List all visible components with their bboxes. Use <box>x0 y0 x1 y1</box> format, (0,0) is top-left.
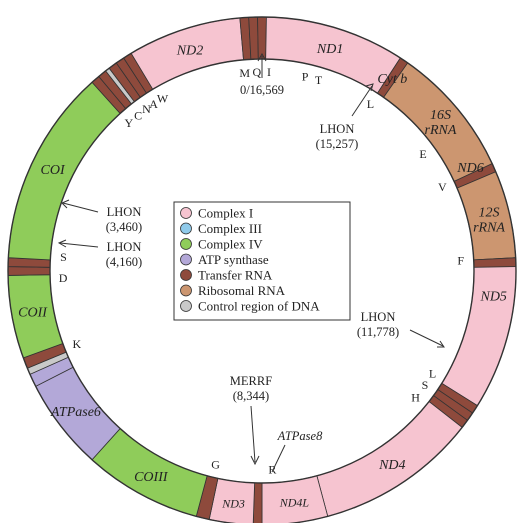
legend-label-atp-synthase: ATP synthase <box>198 252 269 267</box>
legend-swatch-transfer-rna <box>180 269 192 281</box>
atpase8-annotation: ATPase8 <box>271 429 323 473</box>
trna-label-p-0: P <box>302 70 309 84</box>
lhon-11778-annotation: LHON (11,778) <box>357 310 445 348</box>
trna-label-t-1: T <box>315 73 323 87</box>
legend-label-control-region-of-dna: Control region of DNA <box>198 299 320 314</box>
trna-label-w-15: W <box>157 92 169 106</box>
trna-label-l-3: L <box>429 366 436 380</box>
legend-label-transfer-rna: Transfer RNA <box>198 268 273 283</box>
lhon-3460-annotation: LHON (3,460) <box>61 199 142 234</box>
gene-label-nd1: ND1 <box>316 42 343 57</box>
trna-label-e-2: E <box>419 147 426 161</box>
gene-label-nd4l: ND4L <box>279 496 310 510</box>
merrf-position: (8,344) <box>233 389 269 403</box>
segment-i-33 <box>257 16 267 60</box>
gene-label-nd4: ND4 <box>378 458 405 473</box>
legend-label-complex-i: Complex I <box>198 206 253 221</box>
origin-label: 0/16,569 <box>240 83 284 97</box>
lhon-3460-title: LHON <box>107 205 142 219</box>
trna-label-s-4: S <box>422 378 429 392</box>
gene-label-nd2: ND2 <box>176 43 203 58</box>
gene-label-cyt-b: Cyt b <box>377 72 407 87</box>
lhon-4160-position: (4,160) <box>106 255 142 269</box>
ring-outer-border <box>7 16 517 523</box>
trna-label-c-12: C <box>134 108 142 122</box>
trna-label-m-16: M <box>239 66 250 80</box>
atpase8-label: ATPase8 <box>277 429 323 443</box>
trna-label-s-10: S <box>60 250 67 264</box>
legend-label-ribosomal-rna: Ribosomal RNA <box>198 283 286 298</box>
gene-label-nd5: ND5 <box>479 289 506 304</box>
lhon-15257-annotation: LHON (15,257) <box>316 83 374 151</box>
trna-label-y-11: Y <box>125 116 134 130</box>
legend-label-complex-iii: Complex III <box>198 221 262 236</box>
legend-swatch-complex-iii <box>180 222 192 235</box>
gene-labels: Cyt bND6ND5ND4ND4LND3COIIIATPase6COIICOI… <box>18 42 507 510</box>
legend-swatch-complex-iv <box>180 238 192 250</box>
lhon-15257-title: LHON <box>320 122 355 136</box>
trna-label-h-5: H <box>411 391 420 405</box>
trna-label-q-17: Q <box>252 65 261 79</box>
lhon-11778-position: (11,778) <box>357 325 399 339</box>
gene-label-nd6: ND6 <box>456 161 483 176</box>
genome-ring <box>7 16 517 523</box>
origin-marker: 0/16,569 <box>240 52 284 97</box>
gene-label-coiii: COIII <box>134 470 169 485</box>
merrf-8344-annotation: MERRF (8,344) <box>230 374 272 466</box>
trna-label-n-13: N <box>142 102 151 116</box>
segment-d-21 <box>7 266 51 276</box>
trna-label-g-7: G <box>211 458 220 472</box>
trna-label-l-19: L <box>367 97 374 111</box>
legend-swatch-complex-i <box>180 207 192 219</box>
gene-label-coi: COI <box>41 163 66 178</box>
lhon-11778-title: LHON <box>361 310 396 324</box>
trna-label-k-8: K <box>73 337 82 351</box>
legend-box <box>173 201 351 321</box>
legend-swatch-atp-synthase <box>180 253 192 266</box>
lhon-3460-position: (3,460) <box>106 220 142 234</box>
merrf-title: MERRF <box>230 374 272 388</box>
gene-label-atpase6: ATPase6 <box>50 405 101 420</box>
lhon-15257-position: (15,257) <box>316 137 359 151</box>
trna-label-i-18: I <box>267 65 271 79</box>
lhon-4160-annotation: LHON (4,160) <box>57 239 142 269</box>
lhon-4160-title: LHON <box>107 240 142 254</box>
trna-label-d-9: D <box>59 271 68 285</box>
mutation-annotations: 0/16,569 LHON (15,257) LHON (11,778) MER… <box>57 52 445 473</box>
trna-label-v-20: V <box>438 180 447 194</box>
gene-label-nd3: ND3 <box>221 496 245 510</box>
legend-swatch-ribosomal-rna <box>180 284 192 297</box>
trna-label-a-14: A <box>149 97 158 111</box>
legend-label-complex-iv: Complex IV <box>198 237 263 252</box>
trna-label-r-6: R <box>268 463 276 477</box>
gene-label-coii: COII <box>18 305 48 320</box>
trna-label-f-21: F <box>457 254 464 268</box>
legend-swatch-control-region-of-dna <box>180 300 192 312</box>
